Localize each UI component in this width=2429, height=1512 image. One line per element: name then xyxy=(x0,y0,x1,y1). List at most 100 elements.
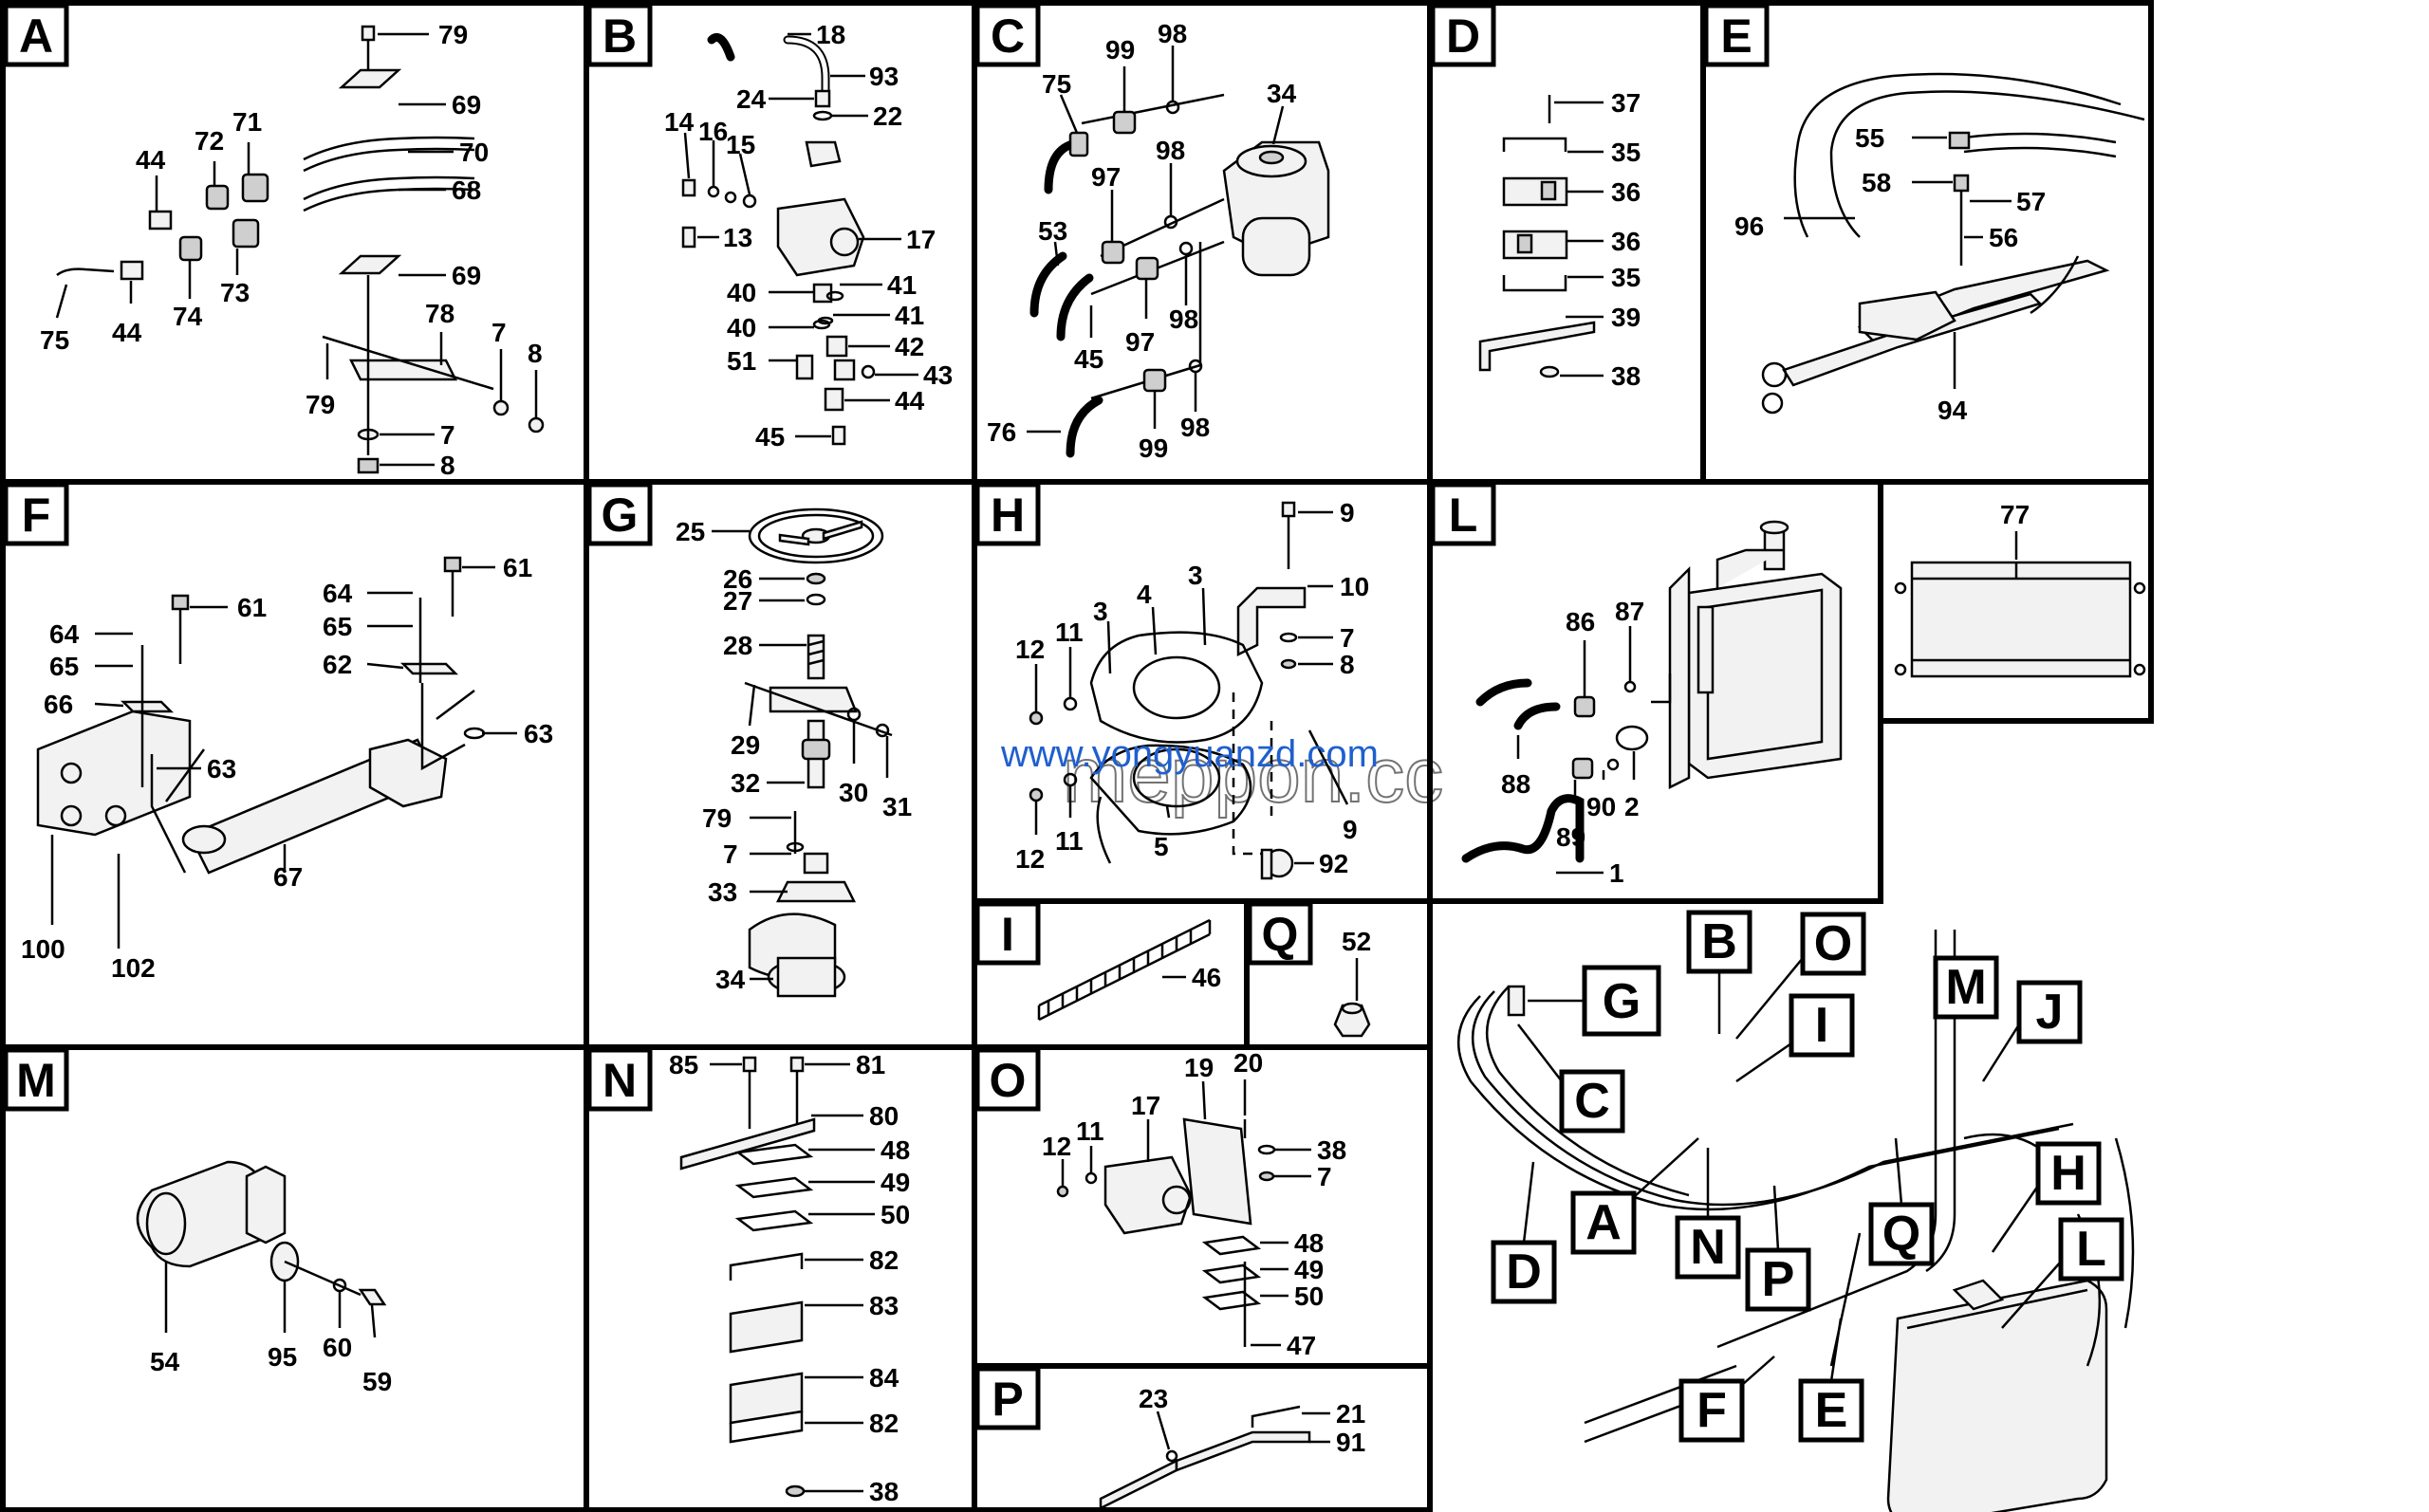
callout: 99 xyxy=(1139,433,1168,463)
svg-text:J: J xyxy=(2036,985,2064,1040)
overview-label-N[interactable]: N xyxy=(1675,1215,1741,1280)
overview-label-B[interactable]: B xyxy=(1686,910,1752,974)
panel-C-label: C xyxy=(991,9,1025,63)
panel-E-label: E xyxy=(1720,9,1752,63)
callout: 38 xyxy=(1611,361,1641,391)
callout: 42 xyxy=(895,332,924,361)
callout: 79 xyxy=(438,20,468,49)
panel-L-callouts: 86 87 88 90 2 89 1 xyxy=(1501,597,1644,888)
callout: 91 xyxy=(1336,1428,1365,1457)
panel-letter-L: L xyxy=(1430,482,1496,546)
callout: 76 xyxy=(987,417,1016,447)
panel-letter-E: E xyxy=(1703,3,1770,67)
panel-D-callouts: 37 35 36 36 35 39 38 xyxy=(1554,88,1641,391)
overview-label-C[interactable]: C xyxy=(1559,1069,1625,1134)
callout: 37 xyxy=(1611,88,1641,118)
callout: 57 xyxy=(2016,187,2046,216)
callout: 65 xyxy=(49,652,79,681)
overview-label-M[interactable]: M xyxy=(1933,955,1999,1020)
overview-label-J[interactable]: J xyxy=(2016,980,2083,1044)
panel-P-callouts: 23 21 91 xyxy=(1139,1384,1365,1457)
callout: 15 xyxy=(726,130,755,159)
callout: 41 xyxy=(887,270,917,300)
callout: 43 xyxy=(923,360,953,390)
watermark-brand: meppon.cc xyxy=(1063,732,1443,819)
callout: 1 xyxy=(1609,858,1624,888)
callout: 59 xyxy=(362,1367,392,1396)
callout: 53 xyxy=(1038,216,1067,246)
callout: 48 xyxy=(881,1135,910,1165)
panel-letter-O: O xyxy=(974,1047,1041,1112)
callout: 79 xyxy=(306,390,335,419)
panel-O-label: O xyxy=(990,1054,1027,1107)
panel-77-callouts: 77 xyxy=(2000,500,2030,560)
callout: 40 xyxy=(727,313,756,342)
callout: 54 xyxy=(150,1347,180,1376)
callout: 24 xyxy=(736,84,767,114)
panel-O-callouts: 19 20 17 12 11 38 7 48 49 50 47 xyxy=(1042,1048,1346,1360)
overview-label-I[interactable]: I xyxy=(1789,993,1855,1058)
callout: 28 xyxy=(723,631,752,660)
overview-labels: G B O I M J C A D N P Q H L F E xyxy=(1491,910,2124,1443)
overview-label-D[interactable]: D xyxy=(1491,1240,1557,1304)
panel-letter-H: H xyxy=(974,482,1041,546)
callout: 11 xyxy=(1076,1116,1104,1146)
panel-F-callouts: 61 64 61 64 65 65 62 66 63 63 67 100 102 xyxy=(21,553,553,983)
callout: 34 xyxy=(1267,79,1297,108)
callout: 61 xyxy=(503,553,532,582)
overview-label-A[interactable]: A xyxy=(1570,1190,1637,1255)
callout: 56 xyxy=(1989,223,2018,252)
callout: 14 xyxy=(664,107,695,137)
callout: 60 xyxy=(323,1333,352,1362)
callout: 11 xyxy=(1055,618,1084,647)
callout: 97 xyxy=(1125,327,1155,357)
callout: 7 xyxy=(1317,1162,1332,1191)
overview-label-G[interactable]: G xyxy=(1582,965,1661,1037)
callout: 62 xyxy=(323,650,352,679)
callout: 50 xyxy=(1294,1282,1324,1311)
callout: 100 xyxy=(21,934,65,964)
panel-B-callouts: 18 93 24 22 14 16 15 17 13 40 41 40 41 4… xyxy=(664,20,953,452)
callout: 69 xyxy=(452,90,481,120)
callout: 12 xyxy=(1015,635,1045,664)
callout: 35 xyxy=(1611,138,1641,167)
overview-label-O[interactable]: O xyxy=(1800,912,1866,976)
panel-N-callouts: 85 81 80 48 49 50 82 83 84 82 38 xyxy=(669,1050,910,1506)
callout: 35 xyxy=(1611,263,1641,292)
svg-text:B: B xyxy=(1701,914,1737,969)
overview-label-L[interactable]: L xyxy=(2058,1217,2124,1282)
panel-letters: A B C D E F G H L I Q M N O P xyxy=(3,3,1770,1430)
callout: 7 xyxy=(723,839,738,869)
callout: 34 xyxy=(715,965,746,994)
panel-letter-F: F xyxy=(3,482,69,546)
panel-letter-C: C xyxy=(974,3,1041,67)
callout: 88 xyxy=(1501,769,1530,799)
callout: 46 xyxy=(1192,963,1221,992)
panel-N-drawing xyxy=(679,1056,816,1498)
callout: 66 xyxy=(44,690,73,719)
callout: 98 xyxy=(1156,136,1185,165)
callout: 98 xyxy=(1169,304,1198,334)
callout: 95 xyxy=(268,1342,297,1372)
panel-Q-callouts: 52 xyxy=(1342,927,1371,1001)
overview-label-F[interactable]: F xyxy=(1678,1378,1745,1443)
panel-H-drawing xyxy=(1029,501,1307,880)
callout: 75 xyxy=(40,325,69,355)
overview-label-H[interactable]: H xyxy=(2035,1141,2102,1206)
callout: 63 xyxy=(524,719,553,748)
panel-letter-P: P xyxy=(974,1366,1041,1430)
overview-label-Q[interactable]: Q xyxy=(1868,1202,1935,1266)
callout: 29 xyxy=(731,730,760,760)
callout: 19 xyxy=(1184,1053,1214,1082)
callout: 64 xyxy=(323,579,353,608)
panel-letter-D: D xyxy=(1430,3,1496,67)
callout: 65 xyxy=(323,612,352,641)
callout: 3 xyxy=(1093,597,1108,626)
overview-label-E[interactable]: E xyxy=(1798,1378,1864,1443)
overview-label-P[interactable]: P xyxy=(1745,1247,1811,1312)
callout: 98 xyxy=(1158,19,1187,48)
panel-M-callouts: 54 95 60 59 xyxy=(150,1262,392,1396)
panel-M-label: M xyxy=(16,1054,56,1107)
callout: 16 xyxy=(698,117,728,146)
callout: 74 xyxy=(173,302,203,331)
